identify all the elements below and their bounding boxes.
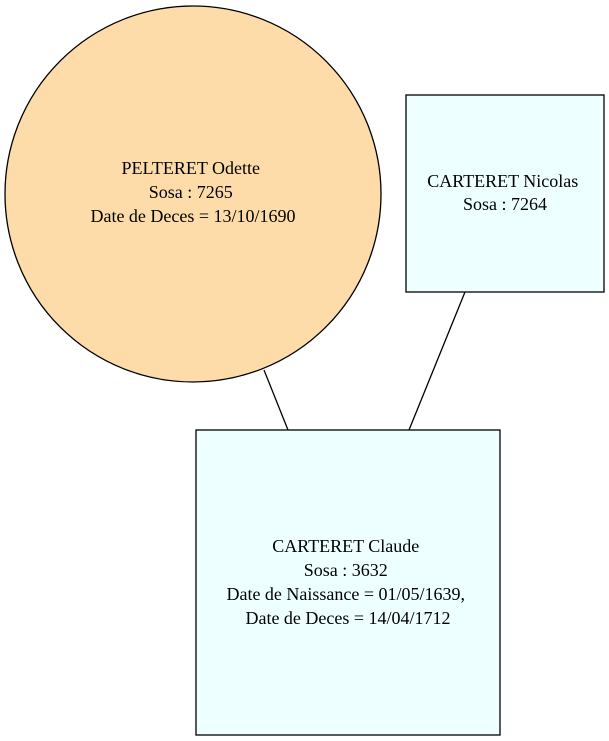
edge-odette-claude [263,369,289,431]
edge-nicolas-claude [408,291,466,431]
node-odette[interactable]: PELTERET Odette Sosa : 7265 Date de Dece… [4,5,382,383]
node-odette-shape [4,5,382,383]
node-odette-name: PELTERET Odette [122,158,261,178]
svg-text:PELTERET Odette Sosa : 7: PELTERET Odette Sosa : 7265 Date de Dece… [90,158,295,226]
node-claude-deces: Date de Deces = 14/04/1712 [245,608,450,628]
node-odette-deces: Date de Deces = 13/10/1690 [90,206,295,226]
node-claude-naissance: Date de Naissance = 01/05/1639, [226,584,465,604]
node-odette-sosa: Sosa : 7265 [149,182,233,202]
svg-text:CARTERET Claude Sosa : 3: CARTERET Claude Sosa : 3632 Date de Nais… [226,536,469,628]
node-claude-sosa: Sosa : 3632 [304,560,388,580]
node-claude-shape [195,429,501,736]
svg-text:CARTERET Nicolas Sosa :: CARTERET Nicolas Sosa : 7264 [427,171,583,214]
node-nicolas[interactable]: CARTERET Nicolas Sosa : 7264 [405,94,605,293]
node-nicolas-shape [405,94,605,293]
node-claude[interactable]: CARTERET Claude Sosa : 3632 Date de Nais… [195,429,501,736]
node-nicolas-sosa: Sosa : 7264 [463,194,547,214]
node-claude-name: CARTERET Claude [272,536,419,556]
node-nicolas-name: CARTERET Nicolas [427,171,578,191]
